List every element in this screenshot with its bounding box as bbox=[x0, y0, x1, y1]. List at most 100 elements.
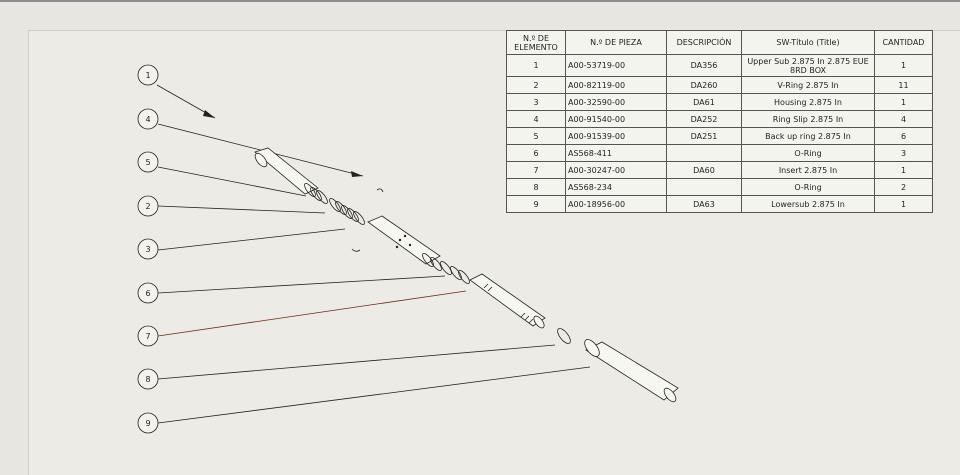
cell-quantity: 1 bbox=[874, 54, 933, 77]
cell-quantity: 1 bbox=[874, 93, 933, 111]
leader-9 bbox=[157, 366, 591, 424]
header-quantity: CANTIDAD bbox=[874, 30, 933, 55]
leader-3 bbox=[157, 228, 346, 251]
cell-item-number: 3 bbox=[506, 93, 566, 111]
cell-part-number: AS568-234 bbox=[565, 178, 667, 196]
balloon-label-5: 5 bbox=[145, 158, 150, 167]
cell-title: Insert 2.875 In bbox=[741, 161, 875, 179]
cell-part-number: A00-30247-00 bbox=[565, 161, 667, 179]
part-ring-slips bbox=[422, 253, 470, 284]
housing-holes bbox=[395, 234, 412, 249]
header-item-number: N.º DE ELEMENTO bbox=[506, 30, 566, 55]
bill-of-materials-table: N.º DE ELEMENTO N.º DE PIEZA DESCRIPCIÓN… bbox=[506, 30, 933, 213]
cell-quantity: 4 bbox=[874, 110, 933, 128]
balloon-8 bbox=[137, 368, 159, 390]
cell-part-number: A00-91539-00 bbox=[565, 127, 667, 145]
cell-quantity: 2 bbox=[874, 178, 933, 196]
header-description: DESCRIPCIÓN bbox=[666, 30, 742, 55]
cell-part-number: A00-91540-00 bbox=[565, 110, 667, 128]
cell-quantity: 11 bbox=[874, 76, 933, 94]
leader-7 bbox=[157, 290, 467, 337]
cell-item-number: 8 bbox=[506, 178, 566, 196]
cell-part-number: A00-82119-00 bbox=[565, 76, 667, 94]
cell-title: Lowersub 2.875 In bbox=[741, 195, 875, 213]
header-part-number: N.º DE PIEZA bbox=[565, 30, 667, 55]
cell-description: DA61 bbox=[666, 93, 742, 111]
cell-description: DA60 bbox=[666, 161, 742, 179]
balloon-2 bbox=[137, 195, 159, 217]
cell-description: DA63 bbox=[666, 195, 742, 213]
balloon-label-7: 7 bbox=[145, 332, 150, 341]
cell-description: DA260 bbox=[666, 76, 742, 94]
cell-title: O-Ring bbox=[741, 144, 875, 162]
cell-title: Upper Sub 2.875 In 2.875 EUE 8RD BOX bbox=[741, 54, 875, 77]
balloon-7 bbox=[137, 325, 159, 347]
part-ring-stack bbox=[304, 183, 365, 225]
balloon-9 bbox=[137, 412, 159, 434]
part-lower-sub bbox=[585, 341, 679, 401]
balloon-1 bbox=[137, 64, 159, 86]
cell-part-number: A00-53719-00 bbox=[565, 54, 667, 77]
header-title: SW-Título (Title) bbox=[741, 30, 875, 55]
cell-item-number: 7 bbox=[506, 161, 566, 179]
cell-description bbox=[666, 178, 742, 196]
cell-title: V-Ring 2.875 In bbox=[741, 76, 875, 94]
leader-8 bbox=[157, 344, 556, 380]
cell-quantity: 1 bbox=[874, 161, 933, 179]
cell-title: Back up ring 2.875 In bbox=[741, 127, 875, 145]
cell-description: DA252 bbox=[666, 110, 742, 128]
leader-5 bbox=[157, 166, 307, 197]
leader-6 bbox=[157, 275, 446, 294]
window-top-border bbox=[0, 0, 960, 2]
balloon-label-8: 8 bbox=[145, 375, 150, 384]
cell-quantity: 3 bbox=[874, 144, 933, 162]
cell-quantity: 6 bbox=[874, 127, 933, 145]
balloon-label-3: 3 bbox=[145, 245, 150, 254]
balloon-label-4: 4 bbox=[145, 115, 150, 124]
cell-title: Housing 2.875 In bbox=[741, 93, 875, 111]
cell-title: O-Ring bbox=[741, 178, 875, 196]
cell-part-number: AS568-411 bbox=[565, 144, 667, 162]
cell-title: Ring Slip 2.875 In bbox=[741, 110, 875, 128]
part-upper-sub bbox=[254, 147, 319, 195]
cell-part-number: A00-32590-00 bbox=[565, 93, 667, 111]
cell-quantity: 1 bbox=[874, 195, 933, 213]
cell-item-number: 2 bbox=[506, 76, 566, 94]
part-clip-b bbox=[351, 248, 361, 252]
balloon-6 bbox=[137, 282, 159, 304]
balloon-3 bbox=[137, 238, 159, 260]
balloon-label-6: 6 bbox=[145, 289, 150, 298]
cell-item-number: 6 bbox=[506, 144, 566, 162]
balloon-label-1: 1 bbox=[145, 71, 150, 80]
cell-item-number: 1 bbox=[506, 54, 566, 77]
insert-slots bbox=[483, 283, 534, 324]
cell-part-number: A00-18956-00 bbox=[565, 195, 667, 213]
part-housing bbox=[367, 215, 441, 265]
leader-2 bbox=[157, 205, 326, 214]
balloon-label-2: 2 bbox=[145, 202, 150, 211]
part-clip-a bbox=[376, 188, 384, 193]
balloon-4 bbox=[137, 108, 159, 130]
cell-item-number: 9 bbox=[506, 195, 566, 213]
part-o-ring bbox=[557, 328, 571, 344]
cell-item-number: 5 bbox=[506, 127, 566, 145]
part-insert bbox=[469, 273, 546, 327]
cell-item-number: 4 bbox=[506, 110, 566, 128]
cell-description bbox=[666, 144, 742, 162]
cell-description: DA251 bbox=[666, 127, 742, 145]
cell-description: DA356 bbox=[666, 54, 742, 77]
balloon-5 bbox=[137, 151, 159, 173]
balloon-label-9: 9 bbox=[145, 419, 150, 428]
balloon-group bbox=[137, 64, 159, 434]
